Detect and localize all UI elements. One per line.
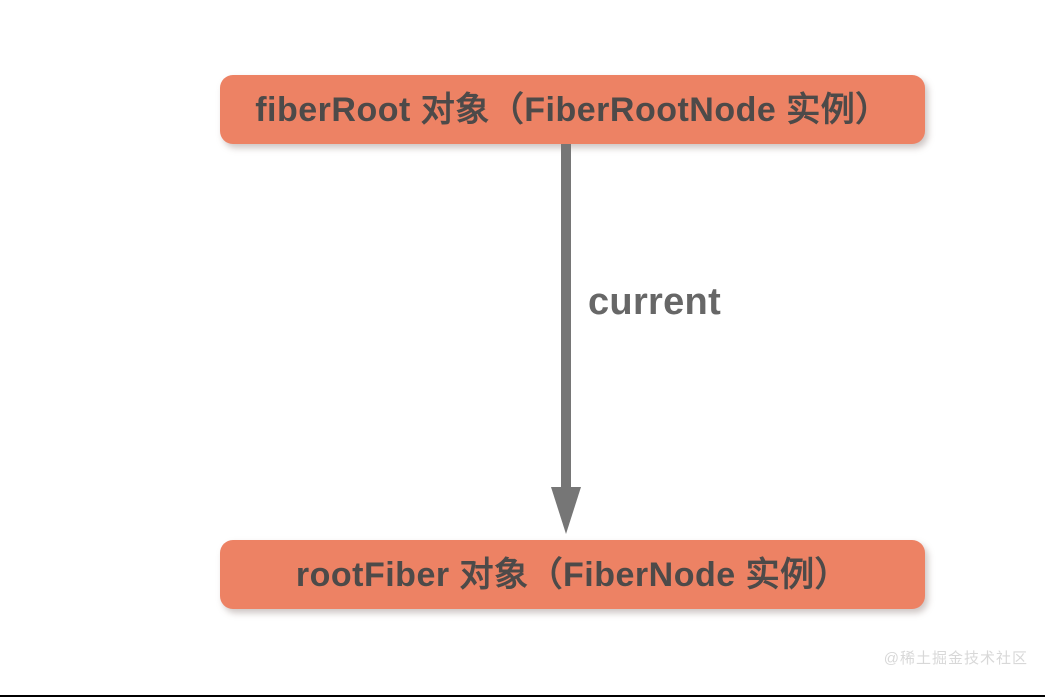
watermark-text: @稀土掘金技术社区 [883, 650, 1028, 667]
node-root-fiber-label: rootFiber 对象（FiberNode 实例） [295, 555, 850, 594]
node-fiber-root-label: fiberRoot 对象（FiberRootNode 实例） [255, 90, 890, 129]
edge-label-current: current [588, 281, 722, 323]
node-fiber-root[interactable]: fiberRoot 对象（FiberRootNode 实例） [220, 75, 925, 144]
current-arrow-icon [551, 144, 581, 534]
node-root-fiber[interactable]: rootFiber 对象（FiberNode 实例） [220, 540, 925, 609]
